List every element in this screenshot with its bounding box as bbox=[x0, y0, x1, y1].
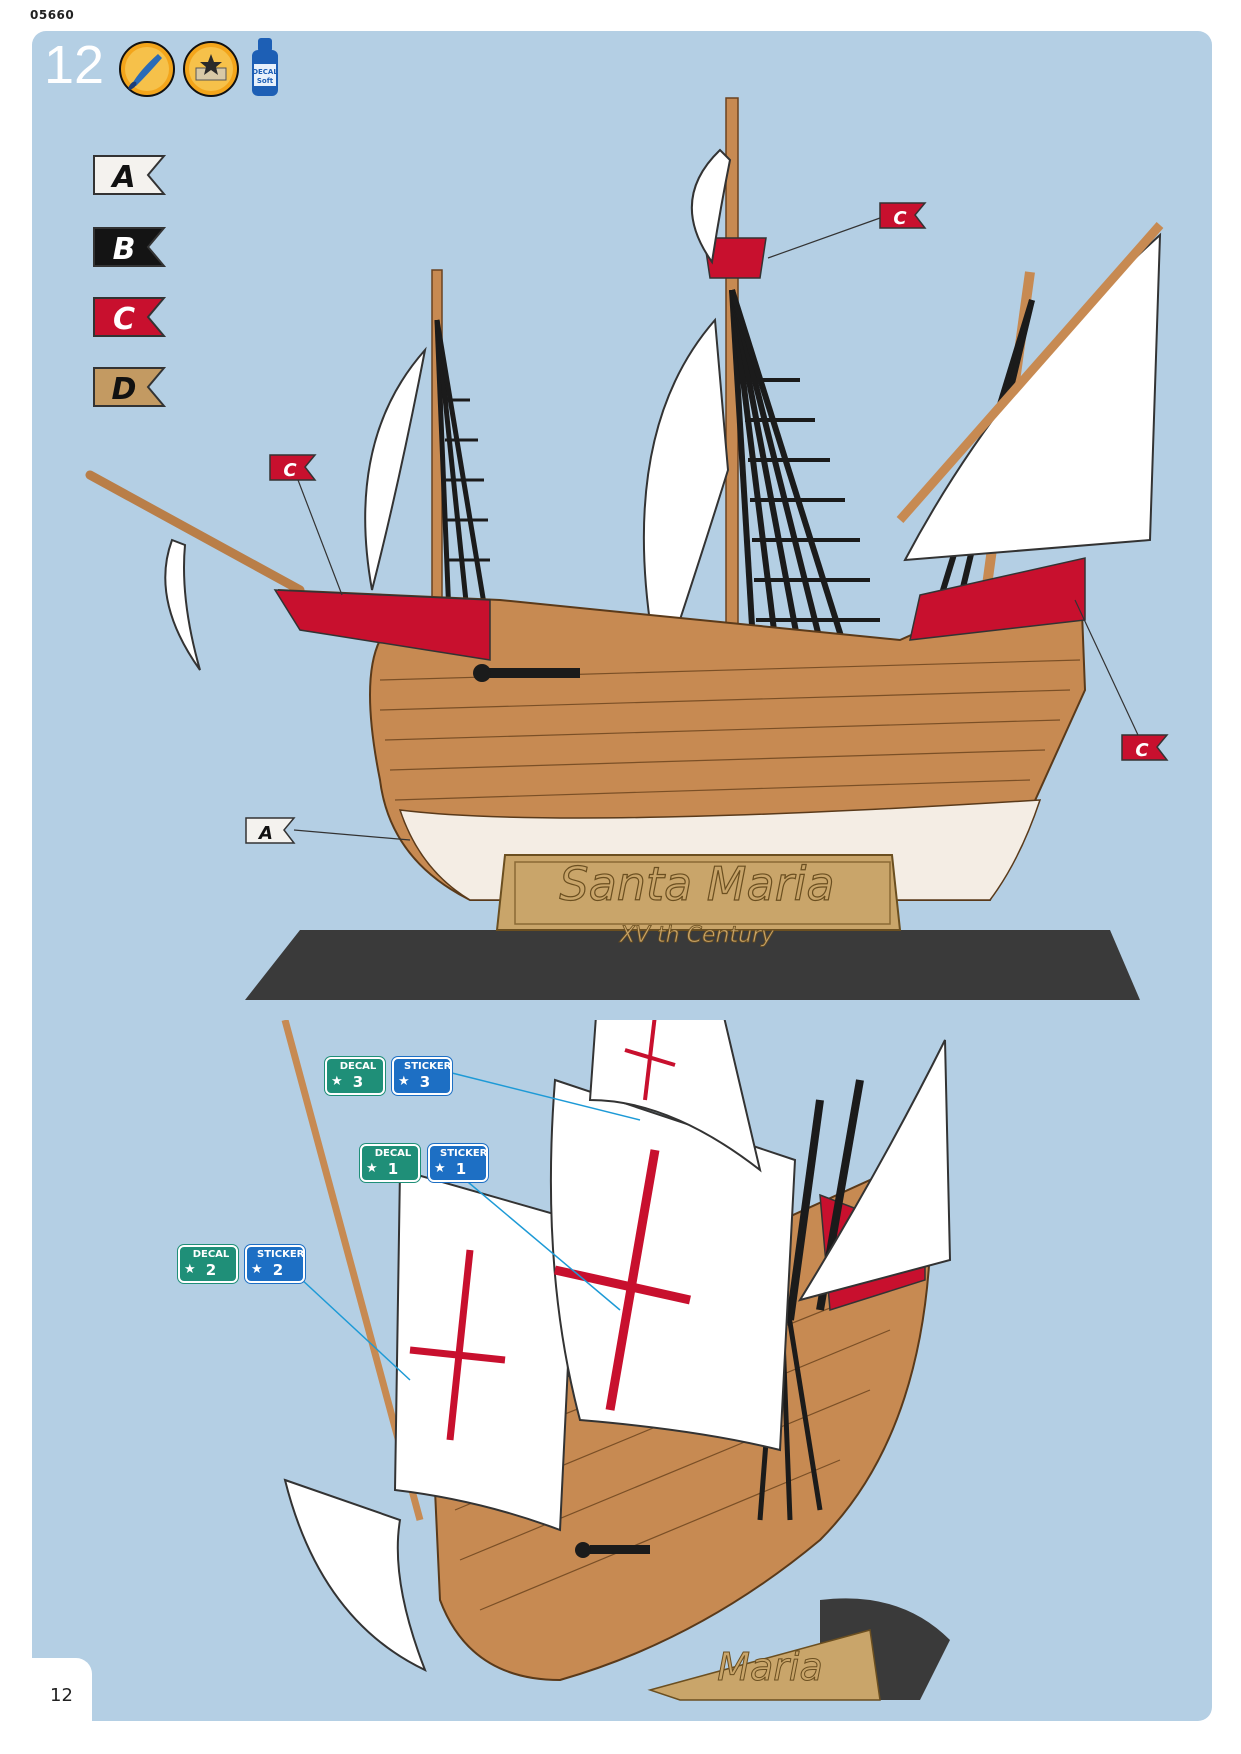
ship-side-view: Santa Maria XV th Century C C C A bbox=[85, 97, 1169, 1000]
stern-plaque-text: Maria bbox=[717, 1645, 823, 1689]
bottle-label-soft: Soft bbox=[257, 77, 274, 85]
lateen-sail-perspective bbox=[797, 1039, 952, 1302]
plaque-title: Santa Maria bbox=[559, 857, 834, 911]
cannon bbox=[480, 668, 580, 678]
legend-flag-a: A bbox=[93, 155, 166, 195]
display-stand bbox=[245, 930, 1140, 1000]
decal-soft-bottle-icon: DECAL Soft bbox=[252, 38, 278, 96]
sticker-badge-2: ★ STICKER 2 bbox=[245, 1245, 305, 1283]
sticker-badge-3: ★ STICKER 3 bbox=[392, 1057, 452, 1095]
plaque-subtitle: XV th Century bbox=[619, 923, 775, 948]
svg-text:C: C bbox=[1135, 740, 1149, 761]
legend-flag-d: D bbox=[93, 367, 166, 407]
decal-apply-icon bbox=[183, 41, 239, 97]
decal-badge-1: ★ DECAL 1 bbox=[360, 1144, 420, 1182]
star-icon: ★ bbox=[398, 1074, 410, 1089]
star-icon: ★ bbox=[331, 1074, 343, 1089]
fore-sail-perspective bbox=[393, 1168, 577, 1532]
star-icon: ★ bbox=[434, 1161, 446, 1176]
main-sail-perspective bbox=[549, 1078, 797, 1452]
page-corner bbox=[0, 1658, 92, 1754]
fore-sail-cross bbox=[409, 1249, 506, 1441]
spritsail-perspective bbox=[283, 1478, 427, 1672]
svg-text:A: A bbox=[257, 823, 273, 844]
crows-nest bbox=[703, 237, 767, 279]
spritsail bbox=[164, 538, 201, 671]
legend-letter-d: D bbox=[112, 372, 137, 407]
star-icon: ★ bbox=[366, 1161, 378, 1176]
svg-text:C: C bbox=[893, 208, 907, 229]
callout-flag-c-top: C bbox=[767, 202, 927, 259]
ship-perspective-view: Maria bbox=[281, 1020, 952, 1701]
bottle-label-decal: DECAL bbox=[252, 68, 278, 76]
top-sail bbox=[691, 148, 732, 265]
top-sail-cross bbox=[624, 1020, 676, 1101]
page-number: 12 bbox=[50, 1685, 73, 1706]
callout-flag-c-bow: C bbox=[269, 454, 343, 596]
decal-badge-3: ★ DECAL 3 bbox=[325, 1057, 385, 1095]
name-plaque bbox=[495, 854, 902, 931]
fore-sail bbox=[364, 346, 427, 591]
callout-flag-a: A bbox=[245, 817, 411, 844]
step-number: 12 bbox=[44, 35, 105, 95]
stern-plaque bbox=[647, 1629, 881, 1701]
product-code: 05660 bbox=[30, 8, 75, 22]
forecastle-red bbox=[273, 589, 491, 661]
star-icon: ★ bbox=[184, 1262, 196, 1277]
legend-letter-a: A bbox=[110, 160, 135, 195]
decal-badge-2: ★ DECAL 2 bbox=[178, 1245, 238, 1283]
legend-flag-c: C bbox=[93, 297, 166, 337]
top-sail-perspective bbox=[588, 1020, 762, 1173]
callout-flag-c-stern: C bbox=[1074, 599, 1169, 761]
legend-flag-b: B bbox=[93, 227, 166, 267]
paint-brush-icon bbox=[119, 41, 175, 97]
star-icon: ★ bbox=[251, 1262, 263, 1277]
sterncastle-red bbox=[909, 557, 1086, 641]
legend-letter-b: B bbox=[113, 232, 136, 267]
sticker-badge-1: ★ STICKER 1 bbox=[428, 1144, 488, 1182]
svg-text:C: C bbox=[283, 460, 297, 481]
legend-letter-c: C bbox=[113, 302, 135, 337]
